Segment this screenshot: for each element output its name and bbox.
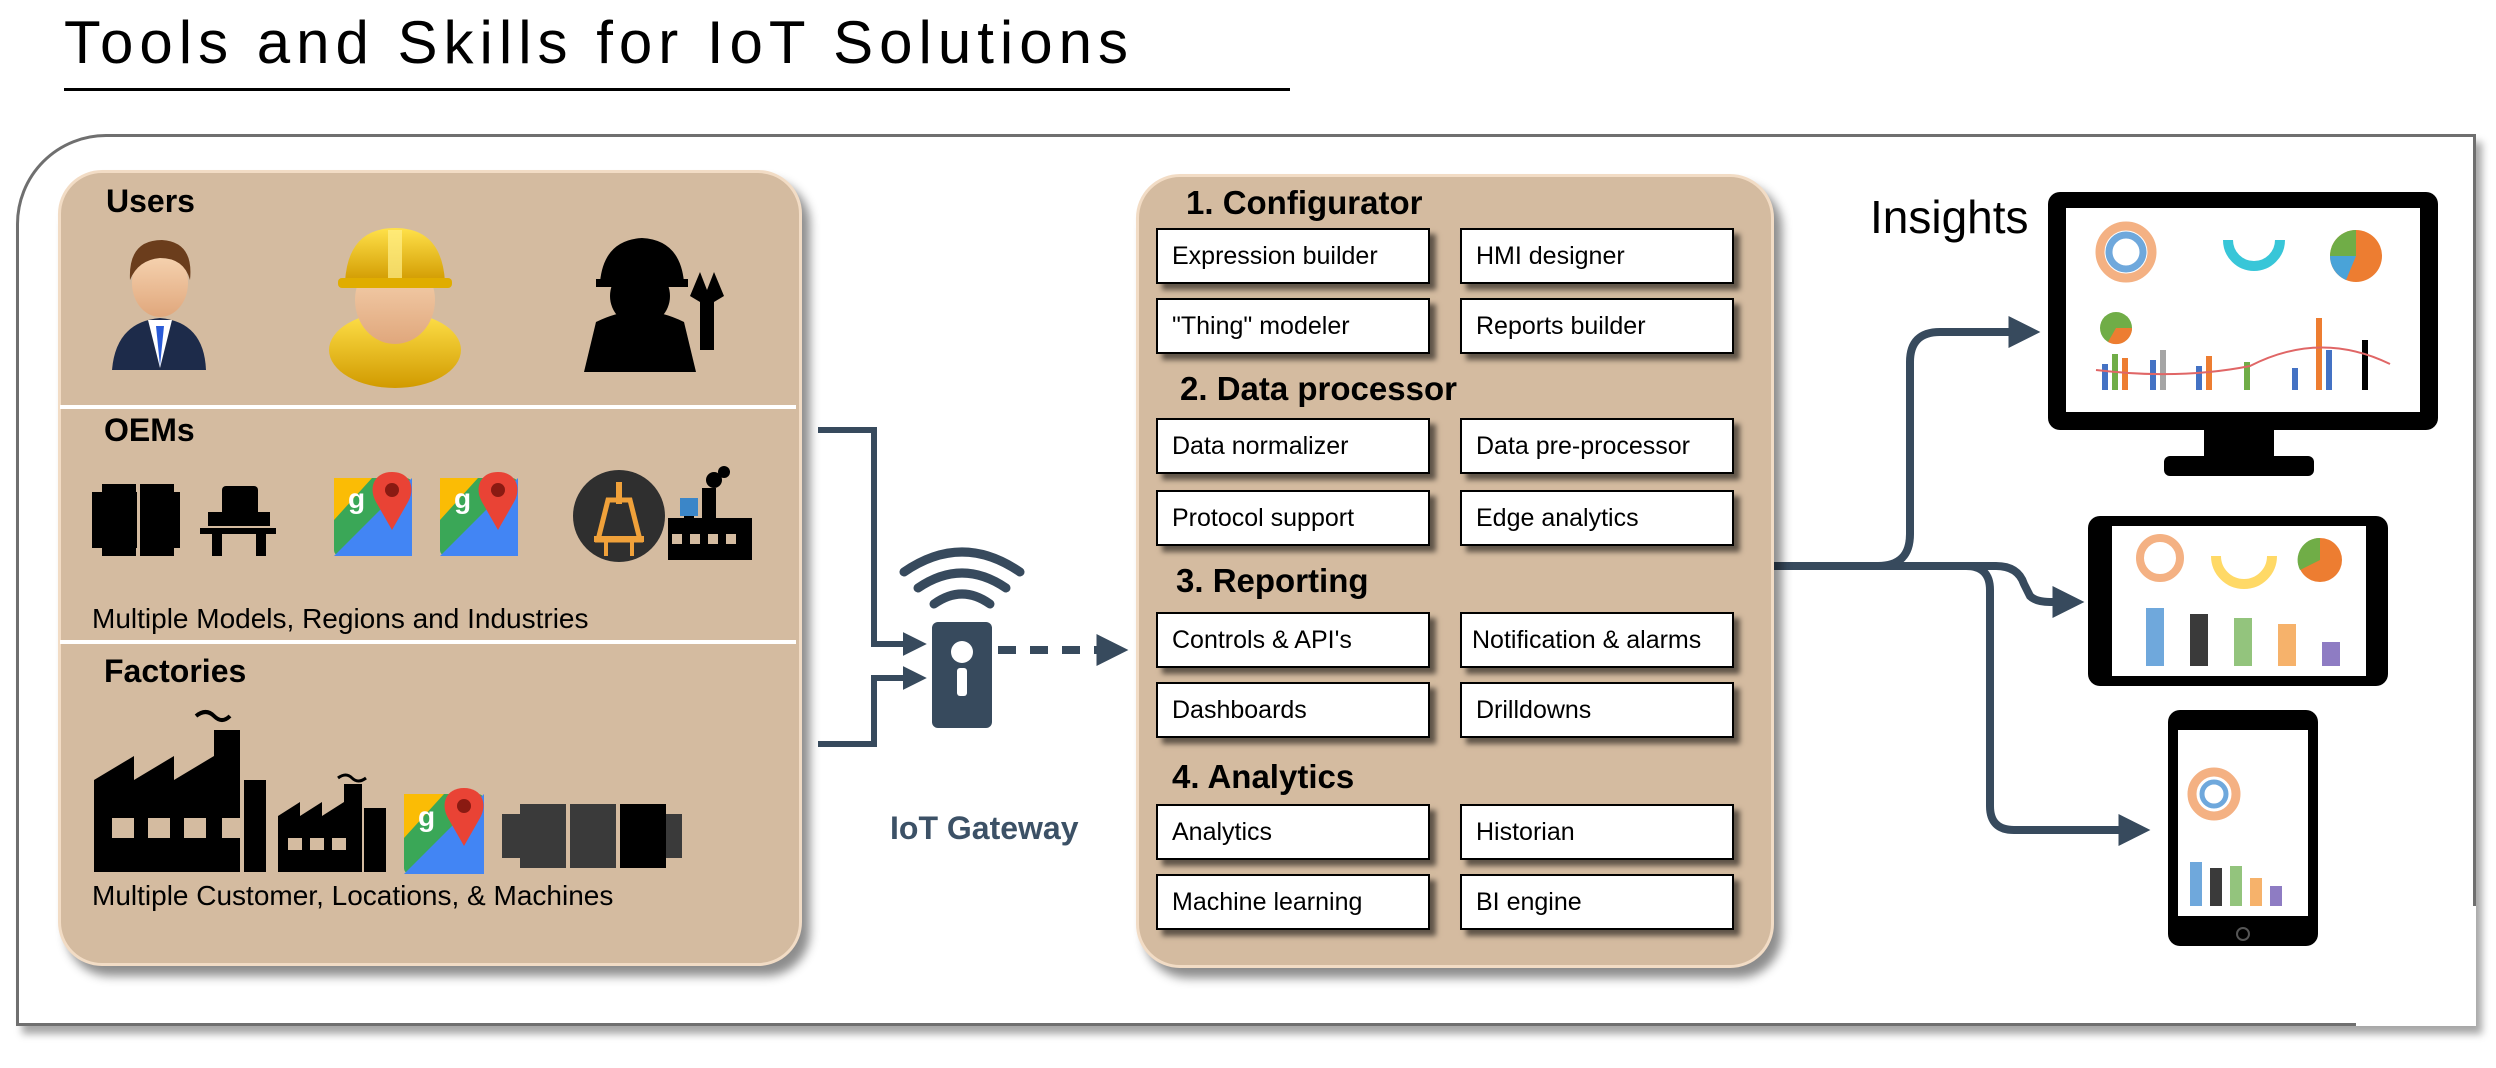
notification-alarms-box: Notification & alarms bbox=[1460, 612, 1734, 668]
machine-learning-box: Machine learning bbox=[1156, 874, 1430, 930]
protocol-support-box: Protocol support bbox=[1156, 490, 1430, 546]
oems-title: OEMs bbox=[104, 412, 195, 448]
svg-text:g: g bbox=[348, 483, 365, 514]
wireless-gateway-icon bbox=[899, 547, 1025, 728]
factory-icon bbox=[94, 710, 266, 872]
drilldowns-box: Drilldowns bbox=[1460, 682, 1734, 738]
mechanic-icon bbox=[584, 238, 724, 372]
dashboards-box: Dashboards bbox=[1156, 682, 1430, 738]
insights-connector bbox=[1772, 316, 2151, 846]
factories-caption: Multiple Customer, Locations, & Machines bbox=[92, 880, 614, 911]
data-preprocessor-box: Data pre-processor bbox=[1460, 418, 1734, 474]
users-separator bbox=[60, 405, 796, 409]
oems-separator bbox=[60, 640, 796, 644]
small-factory-icon bbox=[278, 773, 386, 872]
edge-analytics-box: Edge analytics bbox=[1460, 490, 1734, 546]
svg-text:g: g bbox=[454, 483, 471, 514]
machine-icon bbox=[502, 804, 682, 868]
map-icon: g bbox=[440, 472, 518, 556]
hmi-designer-box: HMI designer bbox=[1460, 228, 1734, 284]
gateway-label: IoT Gateway bbox=[890, 810, 1079, 846]
svg-text:g: g bbox=[418, 801, 435, 832]
machine-icon bbox=[92, 484, 180, 556]
source-connector bbox=[818, 427, 927, 747]
insights-label: Insights bbox=[1870, 191, 2029, 243]
oems-caption: Multiple Models, Regions and Industries bbox=[92, 603, 589, 634]
seat-icon bbox=[200, 486, 276, 556]
analytics-box: Analytics bbox=[1156, 804, 1430, 860]
construction-worker-icon bbox=[329, 228, 461, 388]
title-underline bbox=[64, 88, 1290, 91]
historian-box: Historian bbox=[1460, 804, 1734, 860]
expression-builder-box: Expression builder bbox=[1156, 228, 1430, 284]
page-title: Tools and Skills for IoT Solutions bbox=[64, 9, 1134, 76]
reports-builder-box: Reports builder bbox=[1460, 298, 1734, 354]
controls-apis-box: Controls & API's bbox=[1156, 612, 1430, 668]
data-processor-title: 2. Data processor bbox=[1180, 370, 1457, 407]
tablet-portrait bbox=[2168, 710, 2318, 946]
users-title: Users bbox=[106, 183, 195, 219]
analytics-title: 4. Analytics bbox=[1172, 758, 1355, 795]
tablet-landscape bbox=[2088, 516, 2388, 686]
configurator-title: 1. Configurator bbox=[1186, 184, 1423, 221]
businessman-icon bbox=[112, 240, 206, 370]
thing-modeler-box: "Thing" modeler bbox=[1156, 298, 1430, 354]
factories-title: Factories bbox=[104, 653, 247, 689]
reporting-title: 3. Reporting bbox=[1176, 562, 1369, 599]
map-icon: g bbox=[334, 472, 412, 556]
bi-engine-box: BI engine bbox=[1460, 874, 1734, 930]
factory-icon bbox=[668, 466, 752, 560]
data-normalizer-box: Data normalizer bbox=[1156, 418, 1430, 474]
desktop-monitor bbox=[2048, 192, 2438, 476]
map-icon: g bbox=[404, 788, 484, 874]
oil-rig-icon bbox=[573, 470, 665, 562]
